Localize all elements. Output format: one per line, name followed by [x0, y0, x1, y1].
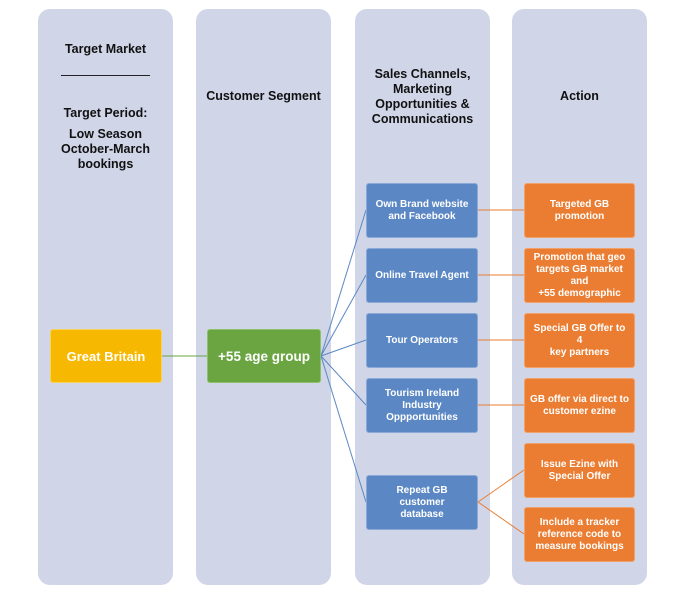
action-label: GB offer via direct to customer ezine	[530, 393, 629, 417]
target-market-heading: Target Market	[64, 42, 147, 56]
channel-own-brand: Own Brand website and Facebook	[366, 183, 478, 238]
action-label: Special GB Offer to 4 key partners	[533, 322, 626, 358]
action-targeted-promotion: Targeted GB promotion	[524, 183, 635, 238]
target-period-detail: Low Season October-March bookings	[61, 127, 150, 171]
action-label: Targeted GB promotion	[549, 198, 610, 222]
sales-channels-heading: Sales Channels, Marketing Opportunities …	[371, 67, 474, 126]
action-label: Promotion that geo targets GB market and…	[533, 251, 626, 299]
target-market-column: Target Market Target Period: Low Season …	[38, 9, 173, 585]
target-market-divider	[61, 75, 150, 76]
action-heading: Action	[560, 89, 599, 103]
action-issue-ezine: Issue Ezine with Special Offer	[524, 443, 635, 498]
channel-online-travel-agent: Online Travel Agent	[366, 248, 478, 303]
action-partner-offer: Special GB Offer to 4 key partners	[524, 313, 635, 368]
action-ezine-offer: GB offer via direct to customer ezine	[524, 378, 635, 433]
target-period-heading: Target Period:	[63, 106, 148, 120]
action-geo-targeted-promotion: Promotion that geo targets GB market and…	[524, 248, 635, 303]
channel-repeat-customer-database: Repeat GB customer database	[366, 475, 478, 530]
segment-label: +55 age group	[218, 348, 310, 364]
customer-segment-column: Customer Segment	[196, 9, 331, 585]
channel-label: Online Travel Agent	[375, 269, 469, 281]
action-label: Issue Ezine with Special Offer	[540, 458, 619, 482]
market-box: Great Britain	[50, 329, 162, 383]
channel-label: Own Brand website and Facebook	[375, 198, 469, 222]
action-tracker-code: Include a tracker reference code to meas…	[524, 507, 635, 562]
channel-tourism-ireland: Tourism Ireland Industry Oppportunities	[366, 378, 478, 433]
channel-tour-operators: Tour Operators	[366, 313, 478, 368]
channel-label: Repeat GB customer database	[396, 484, 448, 520]
market-label: Great Britain	[66, 348, 146, 364]
action-label: Include a tracker reference code to meas…	[535, 516, 624, 552]
customer-segment-heading: Customer Segment	[206, 89, 321, 103]
channel-label: Tourism Ireland Industry Oppportunities	[384, 387, 460, 423]
channel-label: Tour Operators	[385, 334, 459, 346]
segment-box: +55 age group	[207, 329, 321, 383]
